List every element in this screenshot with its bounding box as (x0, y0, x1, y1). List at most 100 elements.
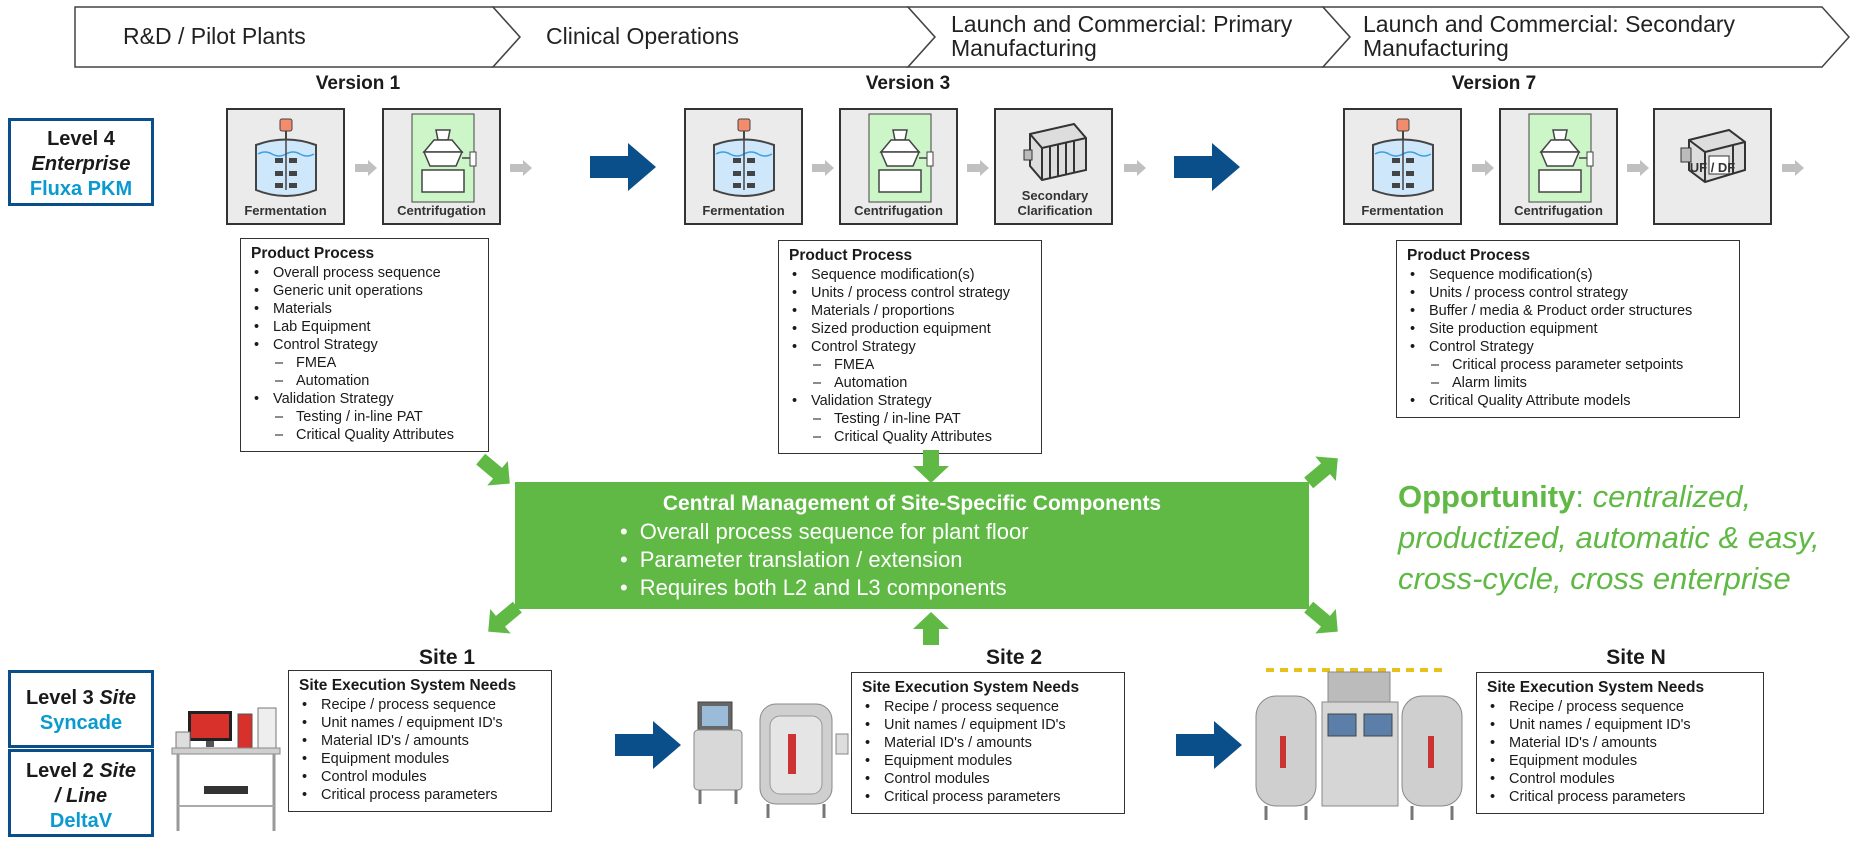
list-subitem: Critical Quality Attributes (789, 428, 1031, 446)
green-arrow-icon (476, 453, 510, 486)
opportunity-body: centralized, productized, automatic & ea… (1398, 479, 1820, 596)
version-1-heading: Version 1 (315, 73, 401, 94)
tile-caption: Fermentation (244, 203, 327, 218)
list-item: Material ID's / amounts (299, 732, 541, 750)
list-subitem: Testing / in-line PAT (789, 410, 1031, 428)
level4-system: Fluxa PKM (29, 178, 133, 200)
arrow-icon (1472, 160, 1494, 176)
phase-chevron-secondary (1321, 6, 1851, 68)
list-item: Unit names / equipment ID's (299, 714, 541, 732)
big-blue-arrow-icon (615, 721, 681, 769)
tile-caption: Fermentation (1361, 203, 1444, 218)
lab-bench-equipment-icon (171, 707, 281, 831)
tile-caption: Fermentation (702, 203, 785, 218)
opportunity-text: Opportunity: centralized, productized, a… (1398, 479, 1820, 596)
level3-site: Site (99, 687, 137, 709)
list-item: Parameter translation / extension (620, 546, 1029, 574)
list-item: Sequence modification(s) (789, 266, 1031, 284)
site-needs-2: Site Execution System Needs Recipe / pro… (851, 672, 1125, 814)
list-item: Site production equipment (1407, 320, 1729, 338)
centrifuge-icon (1528, 113, 1594, 203)
green-arrow-icon (488, 601, 522, 634)
site-needs-list: Recipe / process sequence Unit names / e… (299, 696, 541, 804)
site-needs-1: Site Execution System Needs Recipe / pro… (288, 670, 552, 812)
level2-box: Level 2 Site / Line DeltaV (8, 749, 154, 837)
version-7-heading: Version 7 (1451, 73, 1537, 94)
list-item: Control Strategy (789, 338, 1031, 356)
list-item: Overall process sequence (251, 264, 478, 282)
list-subitem: Critical process parameter setpoints (1407, 356, 1729, 374)
site-2-heading: Site 2 (985, 646, 1043, 669)
arrow-icon (355, 160, 377, 176)
list-item: Material ID's / amounts (1487, 734, 1753, 752)
production-bioreactor-icon (1255, 668, 1463, 820)
version-3-heading: Version 3 (865, 73, 951, 94)
list-item: Equipment modules (1487, 752, 1753, 770)
list-item: Equipment modules (299, 750, 541, 768)
list-item: Control modules (299, 768, 541, 786)
list-item: Overall process sequence for plant floor (620, 518, 1029, 546)
list-item: Unit names / equipment ID's (862, 716, 1114, 734)
list-item: Critical Quality Attribute models (1407, 392, 1729, 410)
list-item: Control modules (1487, 770, 1753, 788)
product-process-v7: Product Process Sequence modification(s)… (1396, 240, 1740, 418)
tile-fermentation-v7: Fermentation (1343, 108, 1462, 225)
phase-label-clinical: Clinical Operations (546, 23, 740, 49)
list-item: Buffer / media & Product order structure… (1407, 302, 1729, 320)
list-item: Control Strategy (1407, 338, 1729, 356)
product-process-v1: Product Process Overall process sequence… (240, 238, 489, 452)
centrifuge-icon (411, 113, 477, 203)
opportunity-label: Opportunity (1398, 479, 1576, 514)
green-arrow-icon (913, 612, 949, 645)
list-item: Control modules (862, 770, 1114, 788)
product-process-title: Product Process (251, 245, 375, 262)
list-subitem: Automation (251, 372, 478, 390)
site-1-heading: Site 1 (418, 646, 476, 669)
phase-chevron-bar (74, 6, 1851, 68)
tile-caption: Centrifugation (397, 203, 486, 218)
tile-caption: Secondary Clarification (1017, 188, 1093, 218)
arrow-icon (812, 160, 834, 176)
site-needs-list: Recipe / process sequence Unit names / e… (1487, 698, 1753, 806)
list-item: Sequence modification(s) (1407, 266, 1729, 284)
site-needs-title: Site Execution System Needs (862, 679, 1080, 696)
list-item: Unit names / equipment ID's (1487, 716, 1753, 734)
bioreactor-skid-icon (693, 701, 849, 818)
list-subitem: FMEA (251, 354, 478, 372)
level4-line2: Enterprise (31, 153, 131, 175)
central-list: Overall process sequence for plant floor… (620, 518, 1029, 602)
phase-label-secondary: Launch and Commercial: Secondary Manufac… (1363, 11, 1736, 61)
list-item: Units / process control strategy (789, 284, 1031, 302)
level3-line1: Level 3 (25, 687, 94, 709)
list-item: Validation Strategy (251, 390, 478, 408)
list-item: Lab Equipment (251, 318, 478, 336)
tile-caption: Centrifugation (854, 203, 943, 218)
list-item: Recipe / process sequence (299, 696, 541, 714)
list-item: Critical process parameters (862, 788, 1114, 806)
tile-fermentation-v3: Fermentation (684, 108, 803, 225)
list-subitem: Alarm limits (1407, 374, 1729, 392)
list-item: Materials / proportions (789, 302, 1031, 320)
green-arrow-icon (1304, 456, 1338, 489)
centrifuge-icon (868, 113, 934, 203)
product-process-list: Sequence modification(s) Units / process… (1407, 266, 1729, 410)
list-subitem: Critical Quality Attributes (251, 426, 478, 444)
big-blue-arrow-icon (1176, 721, 1242, 769)
site-needs-title: Site Execution System Needs (1487, 679, 1705, 696)
level2-line1: Level 2 (25, 760, 94, 782)
list-item: Recipe / process sequence (862, 698, 1114, 716)
list-item: Materials (251, 300, 478, 318)
level2-site: Site (99, 760, 137, 782)
list-item: Critical process parameters (1487, 788, 1753, 806)
list-subitem: FMEA (789, 356, 1031, 374)
level2-system: DeltaV (49, 810, 113, 832)
tile-centrifugation-v1: Centrifugation (382, 108, 501, 225)
arrow-icon (510, 160, 532, 176)
arrow-icon (1124, 160, 1146, 176)
product-process-v3: Product Process Sequence modification(s)… (778, 240, 1042, 454)
list-item: Sized production equipment (789, 320, 1031, 338)
arrow-icon (1782, 160, 1804, 176)
list-item: Generic unit operations (251, 282, 478, 300)
site-n-heading: Site N (1606, 646, 1666, 669)
product-process-list: Overall process sequence Generic unit op… (251, 264, 478, 444)
